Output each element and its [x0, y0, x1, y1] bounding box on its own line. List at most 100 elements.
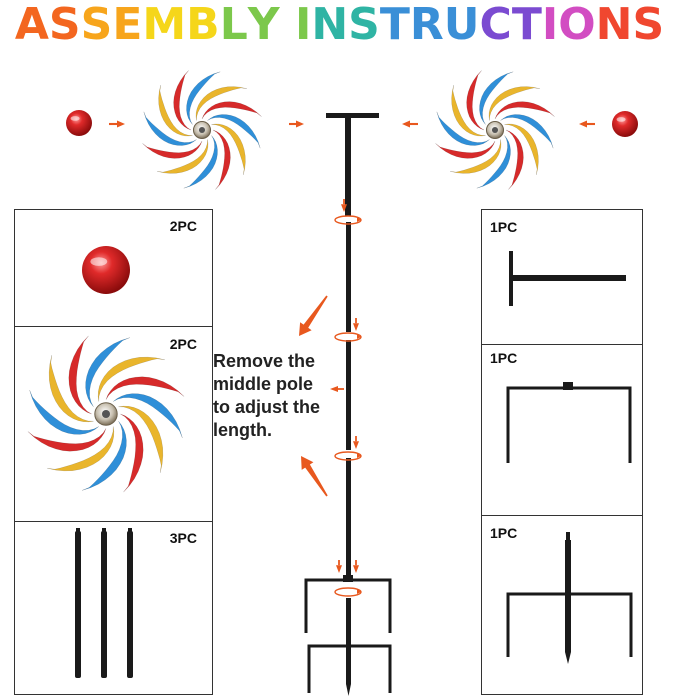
t-bar-icon: [509, 251, 626, 306]
quantity-label: 2PC: [169, 336, 197, 352]
pole-section: [345, 116, 351, 216]
title-letter: M: [142, 0, 187, 50]
stake-spike: [565, 540, 571, 652]
stake-tip: [566, 532, 570, 542]
center-pole-assembly: [304, 113, 392, 696]
arrow-head: [330, 386, 338, 392]
wheel-blade: [505, 129, 524, 190]
rotation-arrow-head: [357, 453, 361, 458]
wheel-hub-center: [491, 126, 499, 134]
wheel-blade: [120, 413, 144, 493]
support-frame-icon: [506, 382, 632, 463]
wheel-blade: [435, 140, 496, 159]
parts-panel-wheel: 2PC: [14, 326, 213, 522]
pole-section: [346, 458, 351, 578]
wheel-blade: [488, 86, 540, 121]
ball-highlight: [70, 116, 80, 121]
wheel-blade: [158, 85, 193, 137]
frame-connector: [563, 382, 573, 390]
assembly-arrow-icons: [299, 199, 359, 573]
spinner-wheel-icon: [27, 335, 185, 493]
title-letter: O: [558, 0, 596, 50]
title-letter: N: [311, 0, 349, 50]
wheel-blade: [450, 139, 502, 174]
arrow-head: [579, 120, 587, 128]
arrow-head: [296, 120, 304, 128]
wheel-blade: [212, 129, 231, 190]
wheel-blade: [142, 140, 203, 159]
wheel-blade: [68, 335, 92, 415]
spinner-wheel-icon: [142, 70, 262, 190]
title-letter: S: [632, 0, 665, 50]
instruction-line: Remove the: [213, 351, 316, 371]
wheel-blade: [27, 428, 107, 452]
pole-segment: [127, 531, 133, 678]
stake-spike: [346, 598, 351, 684]
rotation-arrow-head: [357, 217, 361, 222]
title-letter: U: [443, 0, 480, 50]
ball-shape: [66, 110, 92, 136]
wheel-blade: [201, 101, 262, 120]
title-letter: E: [112, 0, 143, 50]
red-ball-icon: [66, 110, 92, 136]
title-letter: S: [80, 0, 113, 50]
wheel-blade: [195, 86, 247, 121]
wheel-blade: [143, 111, 197, 146]
title-letter: Y: [247, 0, 280, 50]
wheel-blade: [207, 114, 261, 149]
title-letter: S: [48, 0, 81, 50]
wheel-blade: [173, 70, 192, 131]
pole-section: [346, 340, 351, 450]
pole-tip: [76, 528, 80, 534]
rotation-arrow-head: [357, 334, 361, 339]
wheel-hub-center: [198, 126, 206, 134]
pole-segment: [75, 531, 81, 678]
large-arrow: [299, 295, 328, 336]
arrow-head: [341, 204, 347, 212]
title-letter: I: [294, 0, 312, 50]
quantity-label: 1PC: [490, 219, 518, 235]
page-title: ASSEMBLY INSTRUCTIONS: [0, 0, 679, 50]
title-letter: T: [511, 0, 542, 50]
wheel-hub-center: [102, 410, 110, 418]
wheel-blade: [29, 390, 99, 435]
ground-stake-icon: [506, 532, 633, 664]
quantity-label: 1PC: [490, 525, 518, 541]
arrow-head: [402, 120, 410, 128]
pole-tip: [102, 528, 106, 534]
instruction-line: to adjust the: [213, 397, 320, 417]
quantity-label: 2PC: [169, 218, 197, 234]
instruction-line: middle pole: [213, 374, 314, 394]
wheel-blade: [157, 139, 209, 174]
stake-point: [346, 684, 351, 696]
wheel-blade: [466, 70, 485, 131]
pole-section: [346, 222, 351, 332]
title-letter: N: [595, 0, 633, 50]
wheel-blade: [494, 101, 555, 120]
wheel-blade: [451, 85, 486, 137]
arrow-head: [353, 441, 359, 449]
red-ball-icon: [82, 246, 130, 294]
arrow-head: [353, 323, 359, 331]
title-letter: R: [409, 0, 444, 50]
wheel-blade: [118, 405, 164, 473]
ball-highlight: [616, 117, 626, 122]
stake-point: [565, 652, 571, 664]
arrow-head: [117, 120, 125, 128]
quantity-label: 1PC: [490, 350, 518, 366]
wheel-blade: [504, 123, 539, 175]
wheel-blade: [47, 426, 115, 472]
instruction-text: Remove the middle pole to adjust the len…: [213, 350, 348, 442]
wheel-blade: [436, 111, 490, 146]
red-ball-icon: [612, 111, 638, 137]
title-letter: T: [379, 0, 410, 50]
ball-highlight: [90, 257, 108, 266]
parts-panel-poles: 3PC: [14, 521, 213, 695]
ball-shape: [612, 111, 638, 137]
wheel-blade: [183, 135, 218, 189]
wheel-blade: [186, 71, 221, 125]
frame-connector: [343, 575, 353, 582]
arrow-icons: [109, 120, 595, 128]
wheel-blade: [113, 393, 183, 438]
